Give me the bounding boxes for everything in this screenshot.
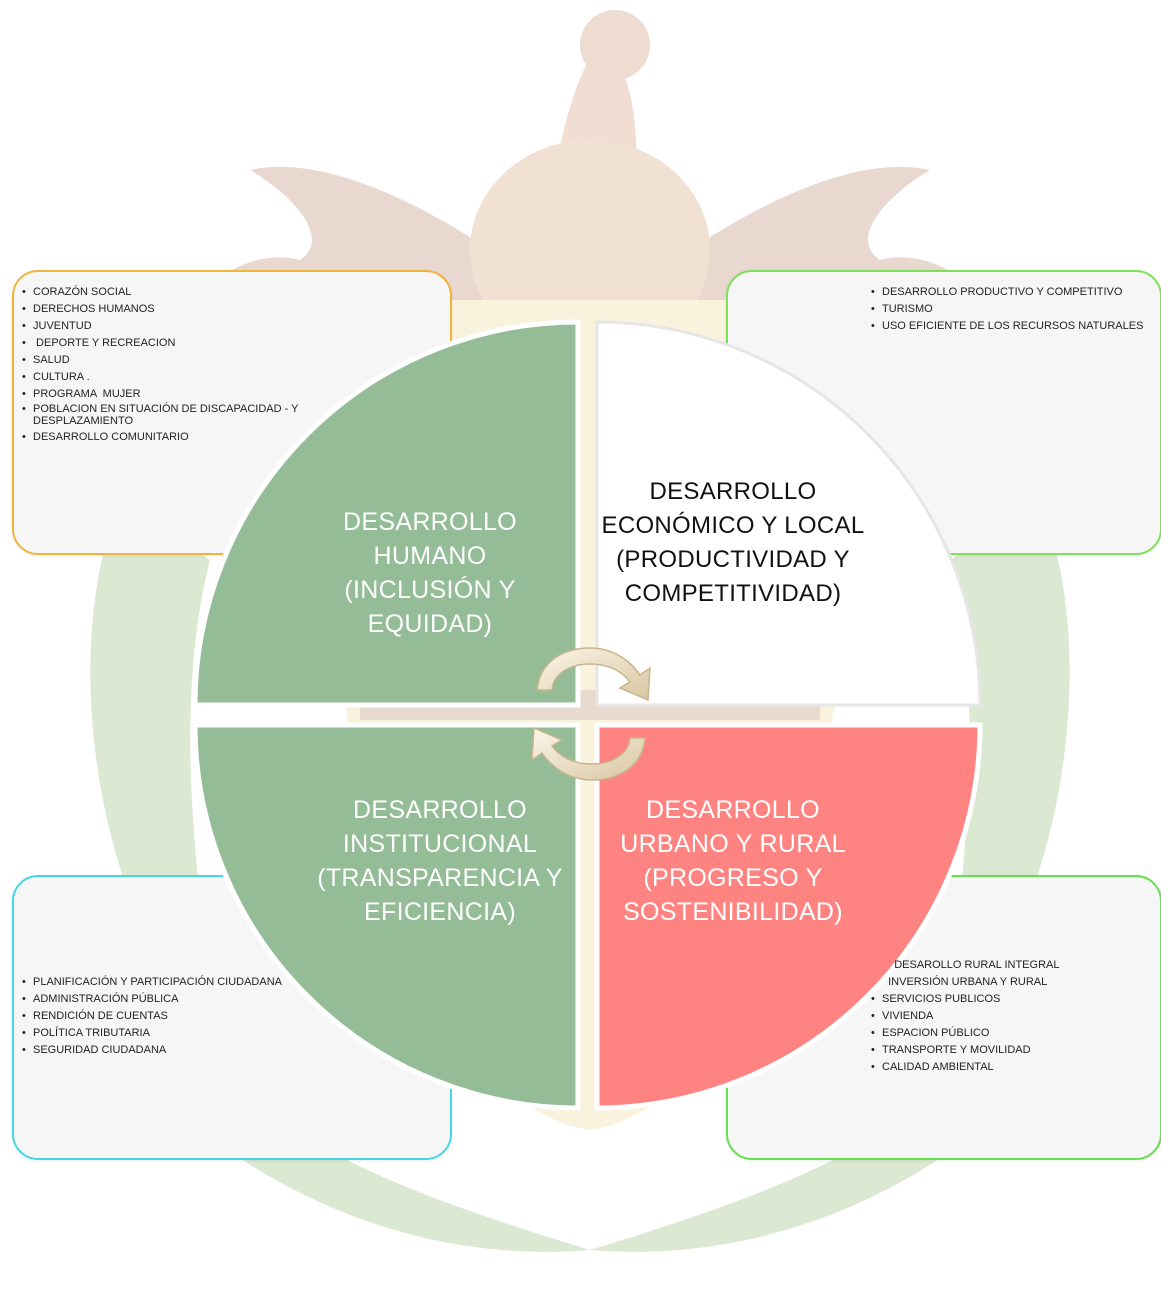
list-item: DEPORTE Y RECREACION <box>22 335 323 352</box>
title-desarrollo-economico: DESARROLLO ECONÓMICO Y LOCAL (PRODUCTIVI… <box>601 478 865 607</box>
list-item: DERECHOS HUMANOS <box>22 301 323 318</box>
list-item: POLÍTICA TRIBUTARIA <box>22 1025 282 1042</box>
list-item: RENDICIÓN DE CUENTAS <box>22 1008 282 1025</box>
list-item: VIVIENDA <box>871 1008 1059 1025</box>
list-item: ADMINISTRACIÓN PÚBLICA <box>22 991 282 1008</box>
list-item: SERVICIOS PUBLICOS <box>871 991 1059 1008</box>
title-desarrollo-urbano: DESARROLLO URBANO Y RURAL (PROGRESO Y SO… <box>620 796 846 926</box>
list-item: ESPACION PÚBLICO <box>871 1025 1059 1042</box>
list-item: CALIDAD AMBIENTAL <box>871 1059 1059 1076</box>
list-item: SEGURIDAD CIUDADANA <box>22 1042 282 1059</box>
list-item: DESAROLLO RURAL INTEGRAL <box>882 959 1060 971</box>
list-item: USO EFICIENTE DE LOS RECURSOS NATURALES <box>871 318 1143 335</box>
list-item: TURISMO <box>871 301 1143 318</box>
list-desarrollo-humano: CORAZÓN SOCIALDERECHOS HUMANOSJUVENTUD D… <box>22 284 323 446</box>
list-desarrollo-economico: DESARROLLO PRODUCTIVO Y COMPETITIVOTURIS… <box>871 284 1143 335</box>
quadrant-desarrollo-urbano <box>594 722 983 1111</box>
list-item: INVERSIÓN URBANA Y RURAL <box>882 976 1048 988</box>
list-item: DESARROLLO COMUNITARIO <box>22 429 323 446</box>
title-desarrollo-institucional: DESARROLLO INSTITUCIONAL (TRANSPARENCIA … <box>317 796 563 926</box>
list-item: DESARROLLO PRODUCTIVO Y COMPETITIVO <box>871 284 1143 301</box>
title-desarrollo-humano: DESARROLLO HUMANO (INCLUSIÓN Y EQUIDAD) <box>343 508 517 638</box>
list-item: POBLACION EN SITUACIÓN DE DISCAPACIDAD -… <box>22 403 323 429</box>
list-item: TRANSPORTE Y MOVILIDAD <box>871 1042 1059 1059</box>
quadrant-desarrollo-economico <box>595 320 982 707</box>
list-desarrollo-urbano: DESAROLLO RURAL INTEGRAL INVERSIÓN URBAN… <box>871 957 1059 1076</box>
list-item: PROGRAMA MUJER <box>22 386 323 403</box>
list-item: JUVENTUD <box>22 318 323 335</box>
quadrant-desarrollo-institucional <box>192 722 581 1111</box>
list-desarrollo-institucional: PLANIFICACIÓN Y PARTICIPACIÓN CIUDADANAA… <box>22 974 282 1059</box>
list-item: PLANIFICACIÓN Y PARTICIPACIÓN CIUDADANA <box>22 974 282 991</box>
cycle-arrows-icon <box>531 647 651 781</box>
list-item: CORAZÓN SOCIAL <box>22 284 323 301</box>
list-item: CULTURA . <box>22 369 323 386</box>
list-item: SALUD <box>22 352 323 369</box>
